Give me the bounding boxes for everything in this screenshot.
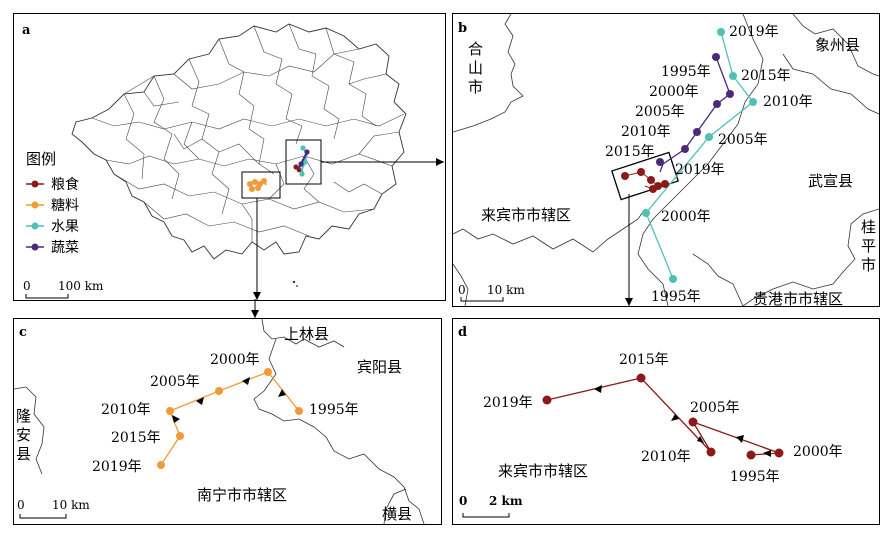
svg-text:10 km: 10 km [487, 283, 525, 297]
legend-item-grain: 粮食 [26, 176, 79, 193]
county-boundaries [91, 23, 405, 242]
vegetable-trajectory [656, 53, 734, 173]
svg-text:2010年: 2010年 [641, 449, 691, 465]
legend-label-fruit: 水果 [51, 219, 79, 235]
legend-item-vegetable: 蔬菜 [26, 240, 79, 256]
panel-b-boundaries [453, 14, 879, 306]
svg-text:10 km: 10 km [52, 498, 90, 512]
svg-text:2015年: 2015年 [111, 430, 161, 446]
svg-text:2019年: 2019年 [92, 459, 142, 475]
region-longan-2: 安 [16, 426, 31, 444]
legend-title: 图例 [26, 150, 56, 168]
svg-text:2010年: 2010年 [101, 402, 151, 418]
svg-text:2005年: 2005年 [150, 374, 200, 390]
svg-text:2015年: 2015年 [619, 352, 669, 368]
province-outline [71, 23, 407, 260]
region-wuxuan: 武宣县 [808, 172, 853, 190]
region-longan-1: 隆 [16, 407, 31, 425]
legend-label-sugar: 糖料 [51, 198, 79, 214]
legend-item-sugar: 糖料 [26, 198, 79, 214]
inset-box-c [241, 171, 281, 199]
legend: 图例 粮食 糖料 水果 蔬菜 [26, 150, 79, 256]
region-laibin-d: 来宾市市辖区 [498, 462, 588, 480]
panel-c-boundaries [14, 319, 425, 524]
region-guiping-2: 平 [861, 237, 876, 255]
svg-text:2000年: 2000年 [661, 209, 711, 225]
scale-bar-a: 0 100 km [23, 279, 104, 299]
svg-text:0: 0 [23, 279, 31, 293]
grain-trajectory [542, 373, 784, 460]
panel-c-letter: c [19, 325, 27, 340]
svg-text:2000年: 2000年 [793, 444, 843, 460]
panel-a: a 图例 粮食 糖料 水果 蔬菜 [13, 13, 446, 301]
panel-c: c 上林县 宾阳县 隆 安 县 南宁市市辖区 横县 1995年 2000年 20… [13, 318, 442, 525]
legend-label-vegetable: 蔬菜 [51, 240, 79, 256]
region-guiping-3: 市 [861, 256, 876, 274]
panel-d: d 来宾市市辖区 1995年 2000年 2005年 2010年 2015年 2… [452, 318, 880, 525]
fruit-trajectory [642, 28, 757, 283]
legend-label-grain: 粮食 [51, 176, 79, 193]
svg-text:2 km: 2 km [489, 494, 523, 508]
legend-item-fruit: 水果 [26, 219, 79, 235]
panel-a-map: a 图例 粮食 糖料 水果 蔬菜 [22, 23, 444, 300]
svg-text:2000年: 2000年 [210, 352, 260, 368]
svg-text:0: 0 [458, 283, 466, 297]
panel-b: b 合 山 市 象州县 武宣县 来宾市市辖区 桂 平 市 贵港市市辖区 2019… [452, 13, 880, 307]
svg-text:1995年: 1995年 [730, 469, 780, 485]
svg-text:2005年: 2005年 [718, 132, 768, 148]
sugar-trajectory [157, 368, 303, 469]
b-cluster [293, 145, 310, 177]
svg-text:2019年: 2019年 [675, 162, 725, 178]
panel-b-letter: b [458, 21, 467, 36]
scale-bar-d: 0 2 km [459, 494, 523, 518]
panel-b-map: b 合 山 市 象州县 武宣县 来宾市市辖区 桂 平 市 贵港市市辖区 2019… [453, 14, 879, 306]
svg-text:2005年: 2005年 [690, 400, 740, 416]
region-binyang: 宾阳县 [357, 358, 402, 376]
region-xiangzhou: 象州县 [815, 36, 860, 54]
svg-text:0: 0 [17, 498, 25, 512]
svg-text:2010年: 2010年 [763, 94, 813, 110]
panel-a-letter: a [22, 23, 31, 38]
svg-text:2005年: 2005年 [635, 104, 685, 120]
svg-text:2015年: 2015年 [605, 144, 655, 160]
region-guiping-1: 桂 [861, 218, 876, 236]
svg-text:2019年: 2019年 [483, 395, 533, 411]
svg-text:2015年: 2015年 [741, 68, 791, 84]
sugar-cluster [247, 178, 267, 192]
svg-text:2010年: 2010年 [621, 124, 671, 140]
scale-bar-b: 0 10 km [458, 283, 525, 302]
region-heshan-2: 山 [468, 59, 483, 77]
grain-cluster [621, 168, 669, 193]
panel-d-map: d 来宾市市辖区 1995年 2000年 2005年 2010年 2015年 2… [458, 325, 843, 518]
region-hengxian: 横县 [382, 505, 412, 523]
region-heshan-1: 合 [468, 40, 483, 58]
region-laibin: 来宾市市辖区 [481, 206, 571, 224]
svg-text:1995年: 1995年 [309, 402, 359, 418]
region-guigang: 贵港市市辖区 [753, 290, 843, 306]
region-nanning: 南宁市市辖区 [197, 486, 287, 504]
panel-d-letter: d [458, 325, 467, 340]
svg-text:1995年: 1995年 [661, 64, 711, 80]
svg-text:0: 0 [459, 494, 467, 508]
region-heshan-3: 市 [468, 78, 483, 96]
svg-text:2019年: 2019年 [729, 24, 779, 40]
region-shanglin: 上林县 [284, 325, 329, 343]
panel-c-map: c 上林县 宾阳县 隆 安 县 南宁市市辖区 横县 1995年 2000年 20… [14, 319, 425, 524]
svg-text:1995年: 1995年 [651, 289, 701, 305]
svg-text:100 km: 100 km [58, 279, 104, 293]
scale-bar-c: 0 10 km [17, 498, 90, 519]
region-longan-3: 县 [16, 445, 31, 463]
svg-text:2000年: 2000年 [649, 84, 699, 100]
